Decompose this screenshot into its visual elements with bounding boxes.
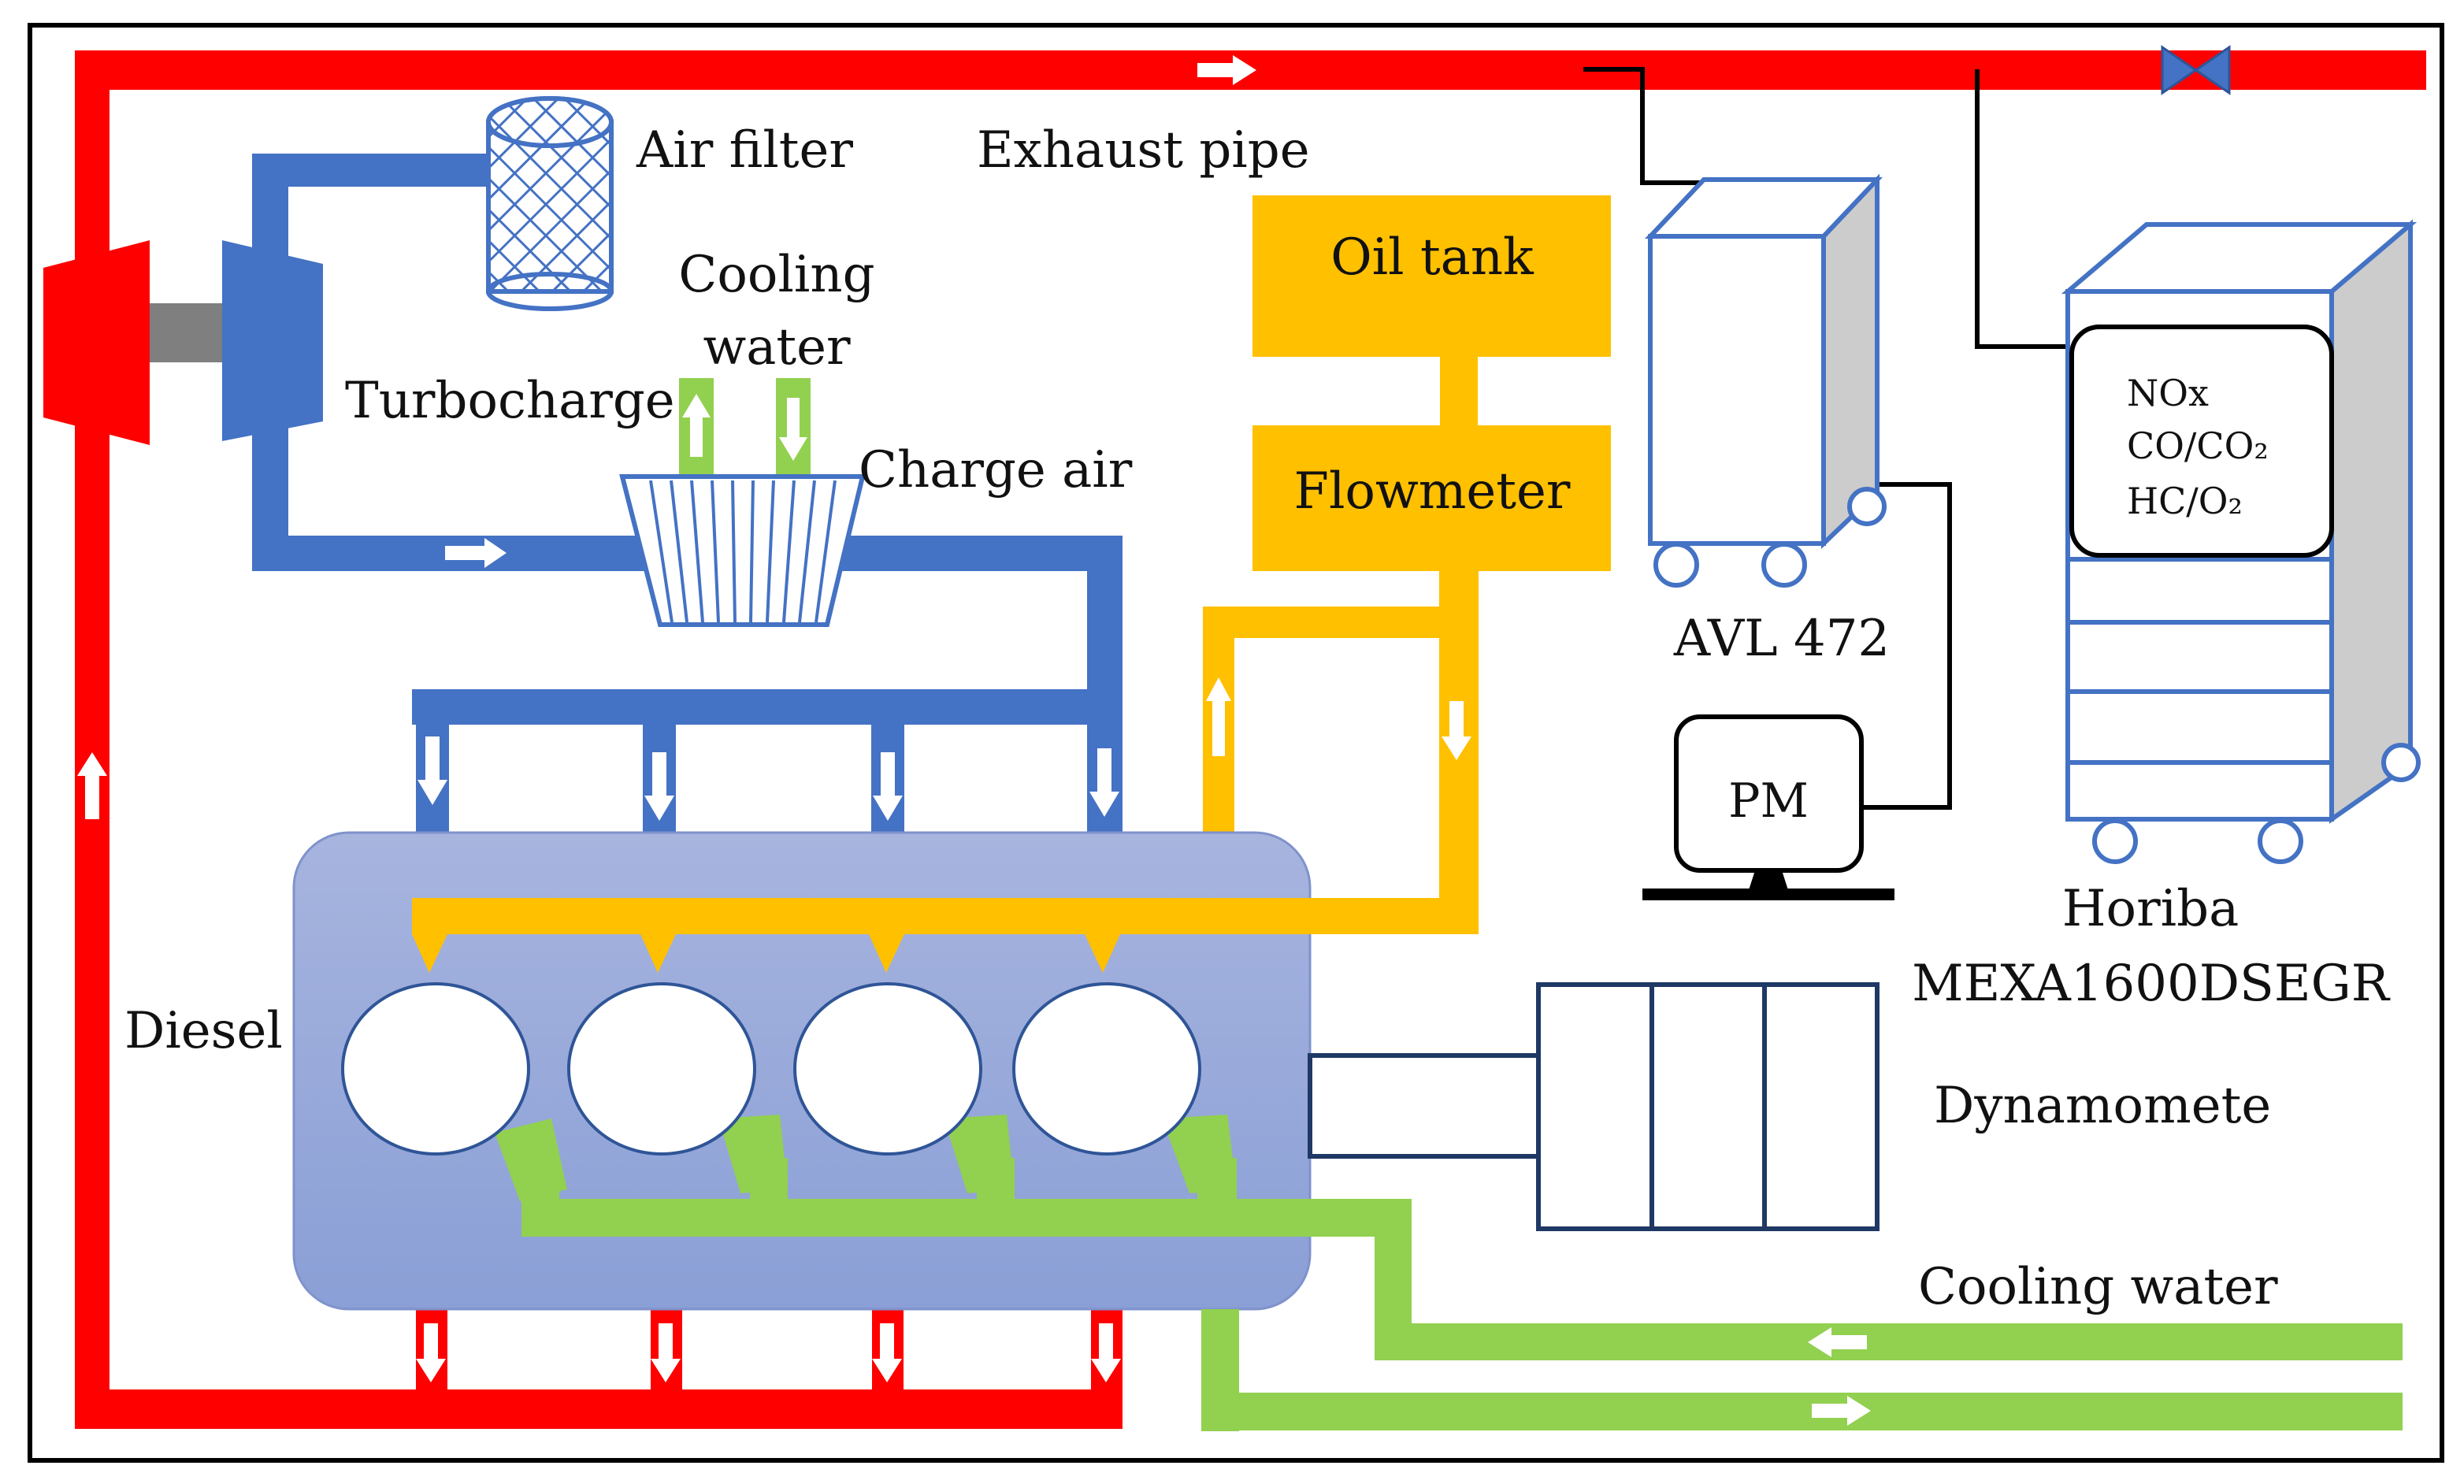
cooling-water-bottom-label: Cooling water <box>1918 1258 2278 1316</box>
gas-hc-o2-label: HC/O₂ <box>2127 480 2243 522</box>
coolant-system <box>495 1115 2403 1431</box>
diesel-label: Diesel <box>124 1002 283 1060</box>
dynamometer-icon <box>1308 982 1880 1231</box>
coolant-return-v <box>1375 1199 1412 1345</box>
flowmeter-label: Flowmeter <box>1294 462 1571 521</box>
oil-tank-label: Oil tank <box>1330 228 1534 287</box>
white-arrow-icon <box>779 398 807 461</box>
horiba-label-1: Horiba <box>2062 880 2239 938</box>
charge-air-label: Charge air <box>859 441 1133 499</box>
flow-arrows <box>77 55 1871 1426</box>
white-arrow-icon <box>1808 1327 1867 1357</box>
cylinder-3 <box>793 982 982 1156</box>
white-arrow-icon <box>416 1323 446 1382</box>
cooling-water-top-label-1: Cooling <box>678 246 874 304</box>
white-arrow-icon <box>1089 748 1119 817</box>
gas-nox-label: NOx <box>2127 372 2209 414</box>
coolant-header <box>521 1199 1412 1237</box>
horiba-analyzer-icon <box>2061 219 2421 864</box>
cylinder-2 <box>567 982 756 1156</box>
fuel-rail-overlay <box>412 898 1479 934</box>
avl-sample-line <box>1583 67 1709 185</box>
intake-manifold <box>412 689 1123 725</box>
cooling-water-top-label-2: water <box>703 318 851 377</box>
avl-472-icon <box>1645 173 1887 588</box>
horiba-label-2: MEXA1600DSEGR <box>1912 955 2391 1013</box>
white-arrow-icon <box>644 752 674 821</box>
exhaust-pipe-system <box>43 45 2426 1429</box>
oil-tank-box <box>1252 195 1611 357</box>
air-filter-icon <box>486 96 614 311</box>
exhaust-pipe-bottom <box>75 1389 1123 1429</box>
dynamometer-label: Dynamomete <box>1934 1077 2271 1135</box>
white-arrow-icon <box>1812 1396 1871 1426</box>
white-arrow-icon <box>1197 55 1256 85</box>
coolant-supply-h <box>1201 1393 2403 1430</box>
white-arrow-icon <box>872 1323 902 1382</box>
exhaust-pipe-label: Exhaust pipe <box>977 121 1310 180</box>
horiba-sample-line <box>1975 69 2070 349</box>
intake-to-filter-v <box>252 154 288 272</box>
cylinder-4 <box>1012 982 1201 1156</box>
turbo-shaft <box>150 303 222 362</box>
white-arrow-icon <box>682 394 711 457</box>
white-arrow-icon <box>651 1323 681 1382</box>
intake-riser <box>1087 536 1123 713</box>
coolant-return-h <box>1375 1323 2403 1360</box>
tank-to-flowmeter <box>1440 354 1478 427</box>
white-arrow-icon <box>873 752 903 821</box>
valve-icon <box>2161 45 2231 95</box>
cylinder-1 <box>341 982 530 1156</box>
air-filter-label: Air filter <box>636 121 853 180</box>
sampling-lines <box>1583 67 2070 810</box>
avl-pm-cable <box>1831 482 1952 810</box>
white-arrow-icon <box>445 538 507 568</box>
turbocharge-label: Turbocharge <box>345 372 675 430</box>
fuel-return-h <box>1203 607 1439 638</box>
white-arrow-icon <box>417 736 447 805</box>
avl-label: AVL 472 <box>1673 610 1890 668</box>
pm-label: PM <box>1728 774 1809 829</box>
gas-co-co2-label: CO/CO₂ <box>2127 425 2269 467</box>
outer-frame <box>28 23 2444 1463</box>
white-arrow-icon <box>77 752 107 819</box>
white-arrow-icon <box>1091 1323 1121 1382</box>
intake-to-filter-h <box>252 154 488 187</box>
pm-monitor-icon <box>1642 714 1894 900</box>
flowmeter-box <box>1252 425 1611 571</box>
turbine-housing <box>43 240 150 445</box>
horiba-display <box>2069 325 2334 558</box>
white-arrow-icon <box>1206 677 1231 756</box>
compressor-housing <box>222 240 323 441</box>
intake-air-system <box>150 154 1123 839</box>
white-arrow-icon <box>1442 701 1471 760</box>
